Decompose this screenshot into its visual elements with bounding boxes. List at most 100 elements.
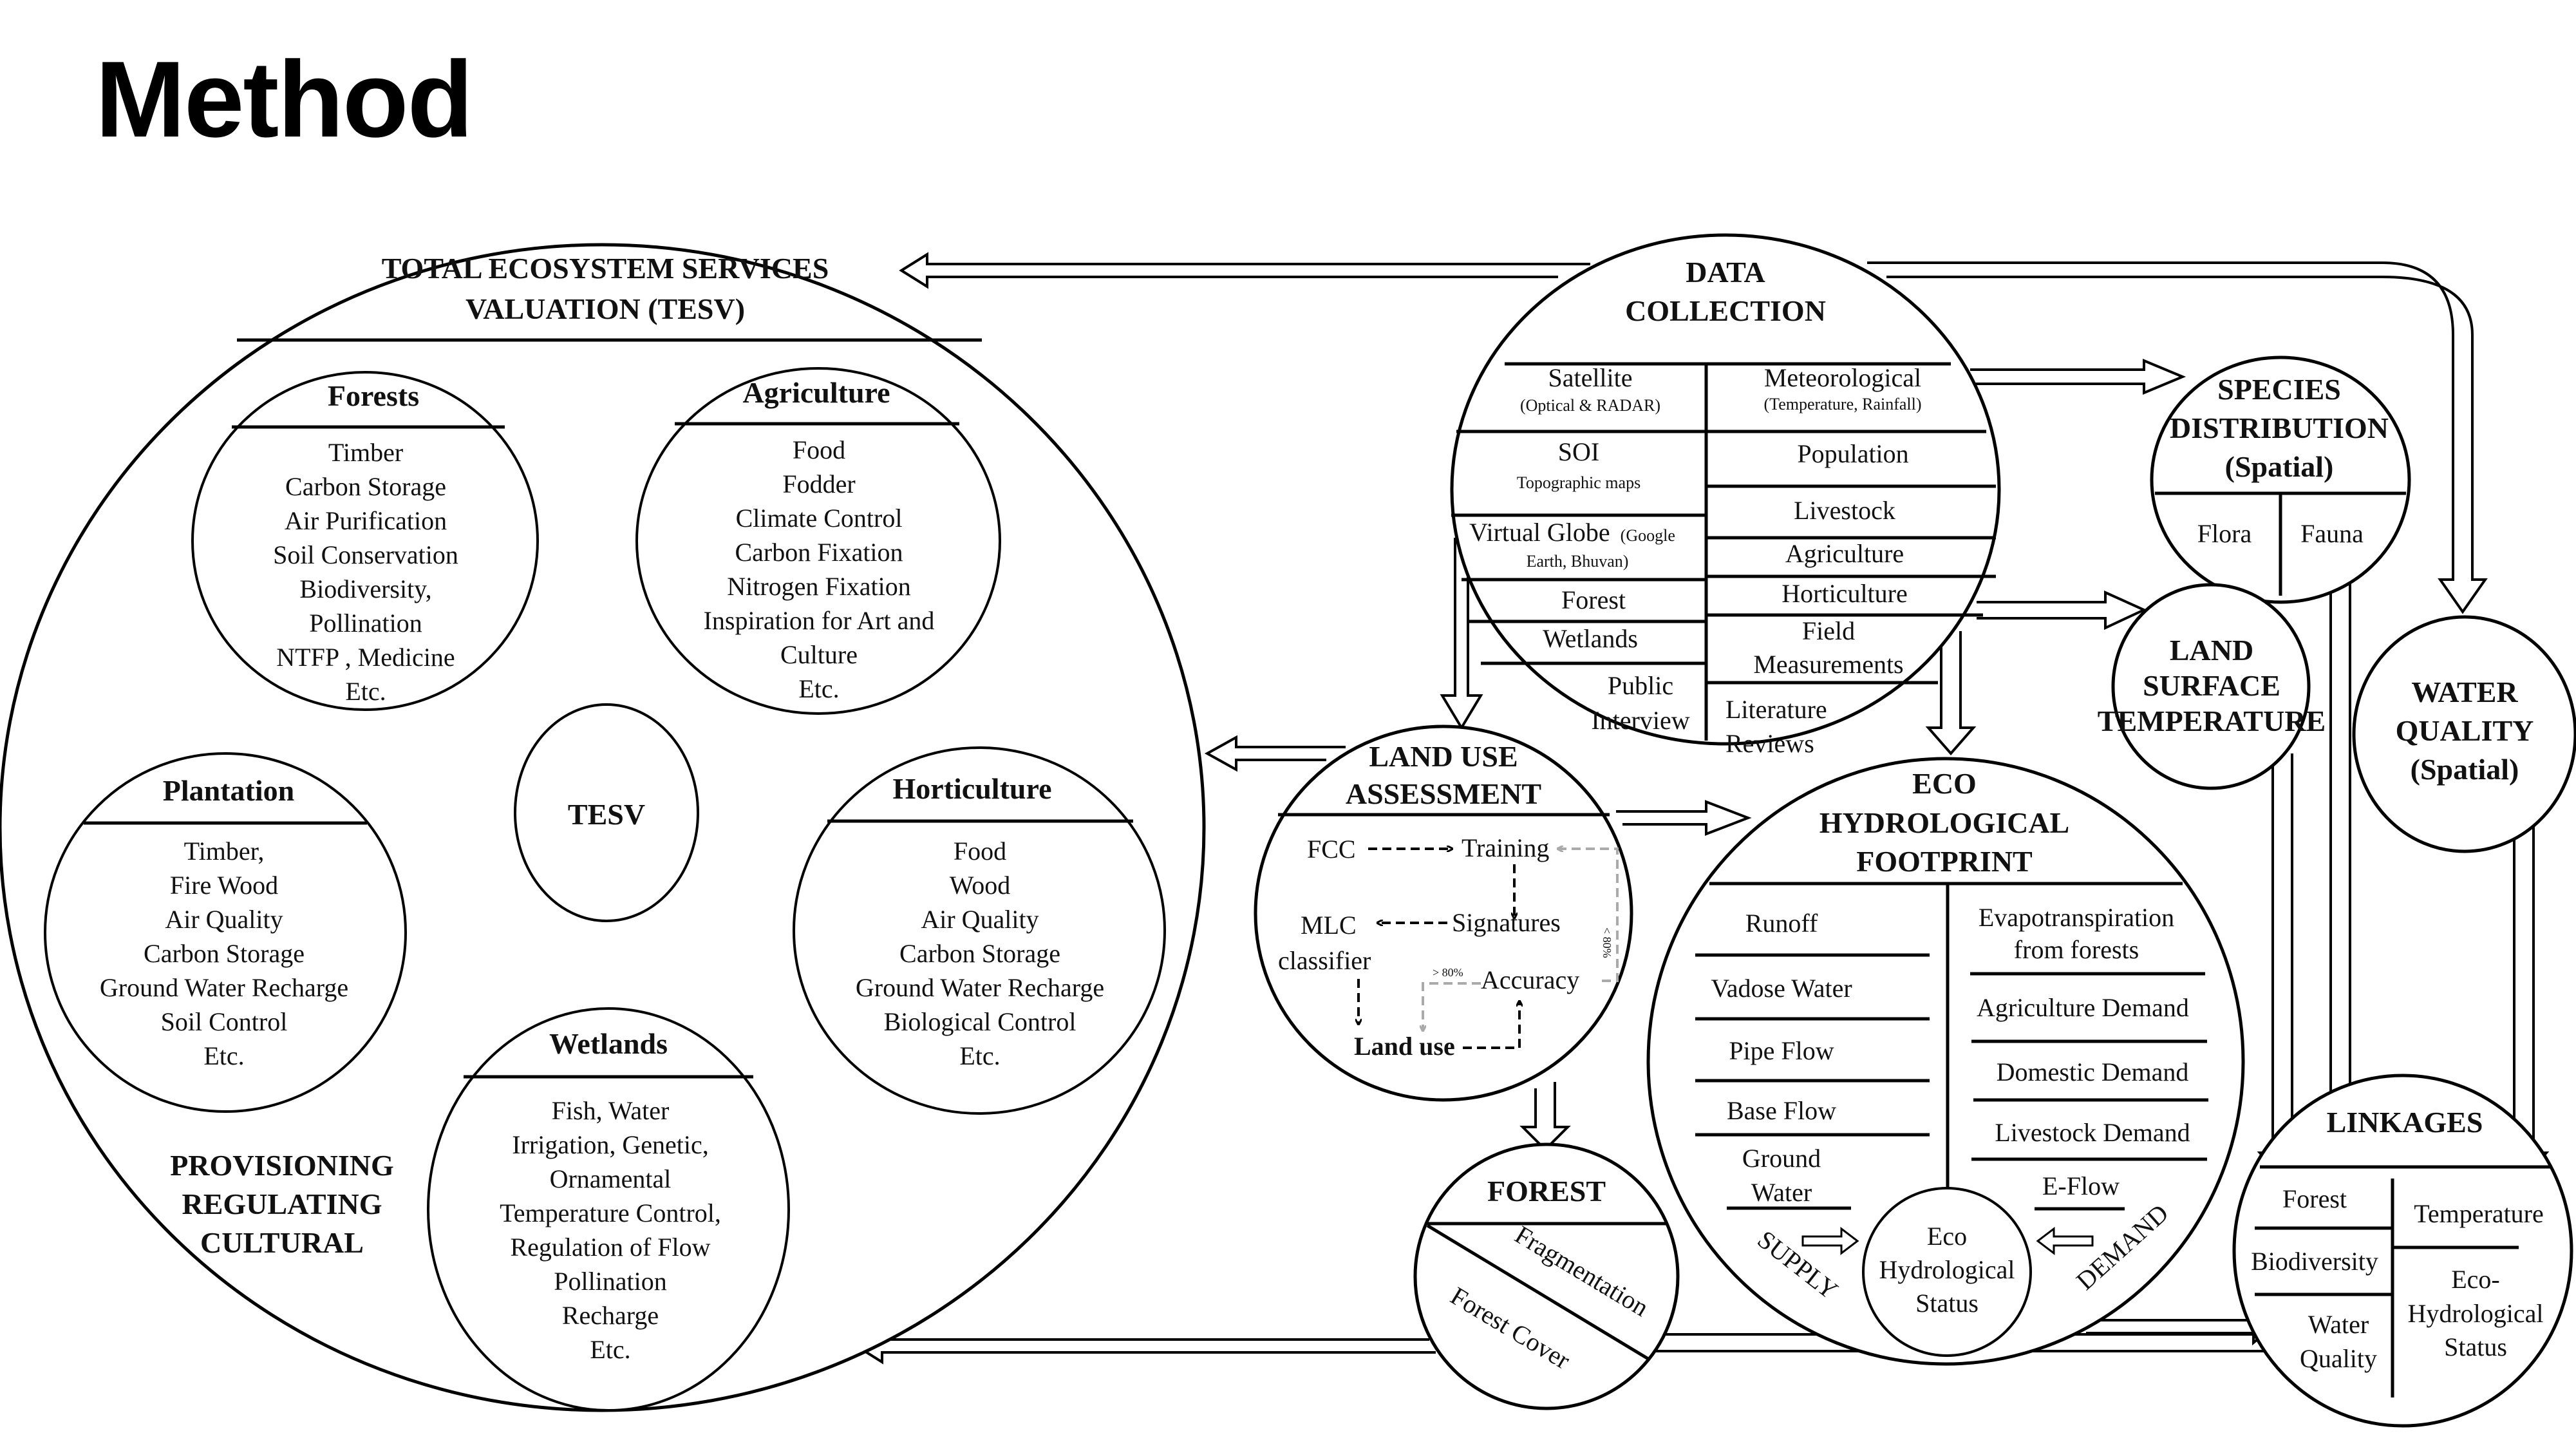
dc-public: Public bbox=[1608, 671, 1673, 700]
page-title: Method bbox=[95, 39, 473, 160]
eco-hydro-title-line1: ECO bbox=[1912, 767, 1977, 800]
eco-hydro-circle bbox=[1646, 757, 2245, 1366]
horticulture-circle bbox=[793, 746, 1166, 1115]
plantation-item: Timber, bbox=[184, 837, 265, 866]
species-title-line1: SPECIES bbox=[2217, 373, 2341, 406]
demand-domestic: Domestic Demand bbox=[1997, 1057, 2189, 1086]
arrow-landuse-to-tesv bbox=[1204, 735, 1346, 772]
demand-from-forests: from forests bbox=[2014, 935, 2139, 964]
plantation-item: Etc. bbox=[203, 1041, 244, 1070]
lu-fcc: FCC bbox=[1307, 835, 1356, 864]
linkages-water: Water bbox=[2308, 1310, 2369, 1339]
lst-title-line1: LAND bbox=[2170, 634, 2253, 667]
dc-reviews: Reviews bbox=[1725, 729, 1814, 758]
dc-literature: Literature bbox=[1725, 695, 1827, 724]
tesv-title-line1: TOTAL ECOSYSTEM SERVICES bbox=[382, 252, 829, 285]
horticulture-item: Wood bbox=[950, 871, 1011, 900]
horticulture-item: Air Quality bbox=[921, 905, 1039, 934]
wq-title-line2: QUALITY bbox=[2396, 714, 2534, 747]
plantation-item: Soil Control bbox=[161, 1007, 288, 1036]
horticulture-item: Biological Control bbox=[884, 1007, 1076, 1036]
dc-satellite: Satellite bbox=[1548, 363, 1632, 392]
species-fauna: Fauna bbox=[2300, 519, 2364, 548]
agriculture-item: Inspiration for Art and bbox=[704, 606, 935, 635]
forests-item: Air Purification bbox=[285, 506, 447, 535]
agriculture-item: Food bbox=[793, 435, 845, 464]
agriculture-item: Climate Control bbox=[736, 504, 903, 533]
dc-livestock: Livestock bbox=[1794, 496, 1895, 525]
supply-base-flow: Base Flow bbox=[1727, 1096, 1836, 1125]
dc-meteorological: Meteorological bbox=[1764, 363, 1921, 392]
dc-horticulture: Horticulture bbox=[1782, 579, 1908, 608]
wetlands-item: Ornamental bbox=[550, 1164, 672, 1193]
dc-wetlands: Wetlands bbox=[1543, 624, 1638, 653]
horticulture-item: Etc. bbox=[959, 1041, 1000, 1070]
wq-title-line3: (Spatial) bbox=[2411, 753, 2519, 786]
tesv-category-provisioning: PROVISIONING bbox=[170, 1149, 394, 1182]
demand-eflow: E-Flow bbox=[2042, 1171, 2120, 1200]
horticulture-item: Food bbox=[954, 837, 1006, 866]
agriculture-item: Etc. bbox=[798, 674, 839, 703]
linkages-hydrological: Hydrological bbox=[2407, 1299, 2543, 1328]
eco-status-line2: Hydrological bbox=[1879, 1255, 2015, 1284]
eco-status-line1: Eco bbox=[1927, 1222, 1967, 1251]
tesv-title-line2: VALUATION (TESV) bbox=[465, 292, 745, 325]
lu-training: Training bbox=[1462, 833, 1549, 862]
dc-meteorological-sub: (Temperature, Rainfall) bbox=[1763, 395, 1921, 413]
flow-landuse-accuracy bbox=[1463, 1001, 1519, 1049]
agriculture-item: Nitrogen Fixation bbox=[727, 572, 911, 601]
wetlands-item: Recharge bbox=[562, 1301, 659, 1330]
eco-hydro-status-circle bbox=[1862, 1187, 2032, 1357]
lst-title-line3: TEMPERATURE bbox=[2098, 705, 2326, 737]
wetlands-title: Wetlands bbox=[549, 1027, 668, 1060]
supply-water: Water bbox=[1751, 1178, 1812, 1207]
forests-item: Carbon Storage bbox=[285, 472, 446, 501]
plantation-item: Air Quality bbox=[165, 905, 283, 934]
arrow-data-to-tesv bbox=[899, 252, 1590, 289]
lu-classifier: classifier bbox=[1278, 946, 1371, 975]
demand-arrow-icon bbox=[2036, 1226, 2094, 1256]
dc-measurements: Measurements bbox=[1753, 650, 1903, 679]
wetlands-item: Pollination bbox=[554, 1267, 667, 1296]
dc-title-line1: DATA bbox=[1686, 256, 1765, 289]
lu-accuracy: Accuracy bbox=[1481, 965, 1579, 994]
eco-hydro-title-line2: HYDROLOGICAL bbox=[1819, 806, 2069, 839]
dc-forest: Forest bbox=[1561, 585, 1626, 614]
supply-vadose: Vadose Water bbox=[1711, 974, 1852, 1003]
linkages-temperature: Temperature bbox=[2414, 1199, 2544, 1228]
forests-item: Soil Conservation bbox=[273, 540, 458, 569]
wetlands-item: Fish, Water bbox=[552, 1096, 670, 1125]
lst-circle bbox=[2111, 583, 2311, 790]
land-use-title-line2: ASSESSMENT bbox=[1346, 777, 1541, 810]
plantation-title: Plantation bbox=[163, 774, 294, 807]
wetlands-item: Temperature Control, bbox=[500, 1198, 721, 1227]
tesv-center-label: TESV bbox=[568, 798, 645, 831]
eco-status-line3: Status bbox=[1915, 1289, 1979, 1318]
species-circle bbox=[2150, 355, 2411, 604]
forest-circle bbox=[1413, 1142, 1680, 1410]
agriculture-circle bbox=[635, 367, 1001, 715]
horticulture-item: Carbon Storage bbox=[899, 939, 1060, 968]
lst-title-line2: SURFACE bbox=[2143, 669, 2280, 702]
lu-threshold-below: < 80% bbox=[1601, 927, 1613, 958]
linkages-title: LINKAGES bbox=[2327, 1106, 2483, 1139]
dc-agriculture: Agriculture bbox=[1785, 539, 1904, 568]
plantation-item: Carbon Storage bbox=[144, 939, 305, 968]
arrow-landuse-to-forest bbox=[1519, 1082, 1571, 1151]
forests-item: NTFP , Medicine bbox=[276, 643, 455, 672]
arrow-data-to-lst bbox=[1977, 590, 2147, 630]
dc-satellite-sub: (Optical & RADAR) bbox=[1520, 396, 1660, 415]
forests-item: Etc. bbox=[345, 677, 386, 706]
plantation-circle bbox=[44, 752, 407, 1113]
demand-evapotranspiration: Evapotranspiration bbox=[1979, 903, 2174, 932]
lu-land-use: Land use bbox=[1354, 1032, 1455, 1061]
lu-mlc: MLC bbox=[1301, 911, 1357, 940]
species-flora: Flora bbox=[2197, 519, 2252, 548]
forests-circle bbox=[191, 371, 539, 711]
forest-title: FOREST bbox=[1487, 1175, 1606, 1208]
supply-arrow-icon bbox=[1801, 1226, 1859, 1256]
forests-item: Pollination bbox=[309, 609, 422, 638]
